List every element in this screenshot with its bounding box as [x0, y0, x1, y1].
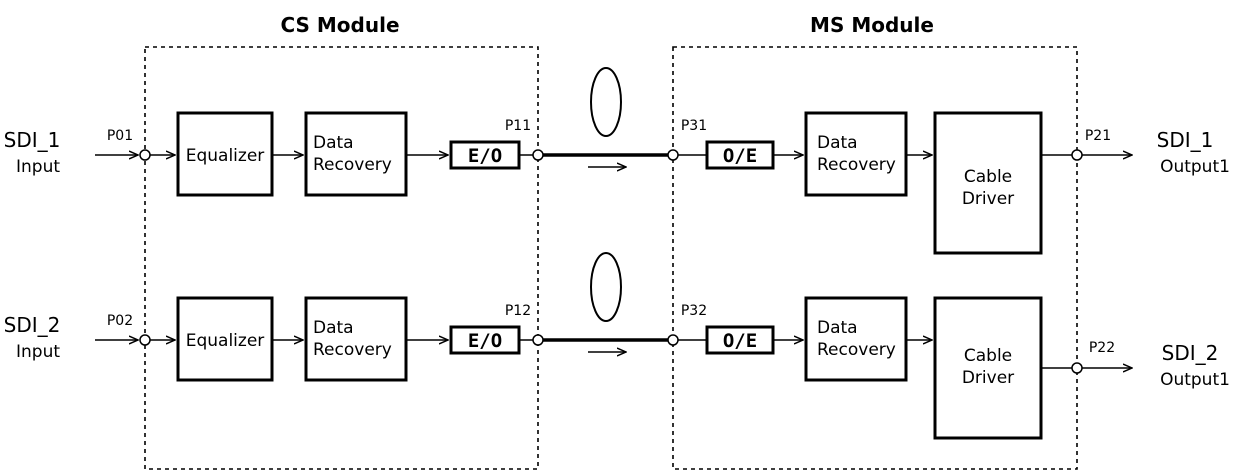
row1-equalizer-box	[176, 111, 274, 197]
row1-cable-driver-box	[933, 111, 1043, 255]
row2-input-sub: Input	[16, 342, 60, 362]
row1-data-recovery-1-line1: Data	[313, 133, 354, 153]
row1-oe-label: O/E	[723, 145, 757, 167]
row2-data-recovery-1-line2: Recovery	[313, 340, 392, 360]
row2-cable-driver-line2: Driver	[962, 368, 1014, 388]
row2-data-recovery-1-line1: Data	[313, 318, 354, 338]
row2-data-recovery-2-line1: Data	[817, 318, 858, 338]
row2-input-name: SDI_2	[4, 313, 61, 337]
row1-data-recovery-1-box	[304, 111, 408, 197]
row1-data-recovery-2-box	[804, 111, 908, 197]
signal-row-1: SDI_1 Input P01 Equalizer Data Recovery …	[4, 67, 1230, 255]
row2-output-sub: Output1	[1160, 370, 1230, 390]
cs-module-title: CS Module	[280, 13, 399, 37]
row1-output-sub: Output1	[1160, 157, 1230, 177]
row2-cable-driver-box	[933, 296, 1043, 440]
ms-module-title: MS Module	[810, 13, 934, 37]
row1-eo-label: E/O	[468, 145, 502, 167]
row1-input-sub: Input	[16, 157, 60, 177]
row1-port-cs-out	[532, 149, 544, 161]
row1-data-recovery-2-line2: Recovery	[817, 155, 896, 175]
row1-port-ms-in	[667, 149, 679, 161]
ms-module-boundary	[672, 46, 1078, 470]
row1-port-ms-in-label: P31	[681, 118, 707, 134]
row1-port-out	[1071, 149, 1083, 161]
row2-port-out	[1071, 362, 1083, 374]
row1-input-name: SDI_1	[4, 128, 61, 152]
row2-equalizer-box	[176, 296, 274, 382]
row2-port-cs-out	[532, 334, 544, 346]
row2-data-recovery-2-box	[804, 296, 908, 382]
row2-cable-driver-line1: Cable	[964, 346, 1012, 366]
row2-equalizer-label: Equalizer	[186, 331, 265, 351]
row2-output-name: SDI_2	[1162, 341, 1219, 365]
row1-cable-driver-line1: Cable	[964, 167, 1012, 187]
row1-port-in	[139, 149, 151, 161]
row1-port-in-label: P01	[107, 128, 133, 144]
row1-output-name: SDI_1	[1157, 128, 1214, 152]
signal-row-2: SDI_2 Input P02 Equalizer Data Recovery …	[4, 252, 1230, 440]
row2-port-out-label: P22	[1089, 340, 1115, 356]
row2-oe-label: O/E	[723, 330, 757, 352]
row2-port-cs-out-label: P12	[505, 303, 531, 319]
row2-port-in	[139, 334, 151, 346]
row2-port-ms-in-label: P32	[681, 303, 707, 319]
row2-data-recovery-1-box	[304, 296, 408, 382]
row1-data-recovery-2-line1: Data	[817, 133, 858, 153]
row1-equalizer-label: Equalizer	[186, 146, 265, 166]
row2-port-in-label: P02	[107, 313, 133, 329]
row2-fiber-coil-icon	[590, 252, 622, 322]
row2-data-recovery-2-line2: Recovery	[817, 340, 896, 360]
row1-port-out-label: P21	[1085, 128, 1111, 144]
row1-cable-driver-line2: Driver	[962, 189, 1014, 209]
row1-data-recovery-1-line2: Recovery	[313, 155, 392, 175]
row2-port-ms-in	[667, 334, 679, 346]
row1-fiber-coil-icon	[590, 67, 622, 137]
row2-eo-label: E/O	[468, 330, 502, 352]
cs-module-boundary	[144, 46, 539, 470]
row1-port-cs-out-label: P11	[505, 118, 531, 134]
